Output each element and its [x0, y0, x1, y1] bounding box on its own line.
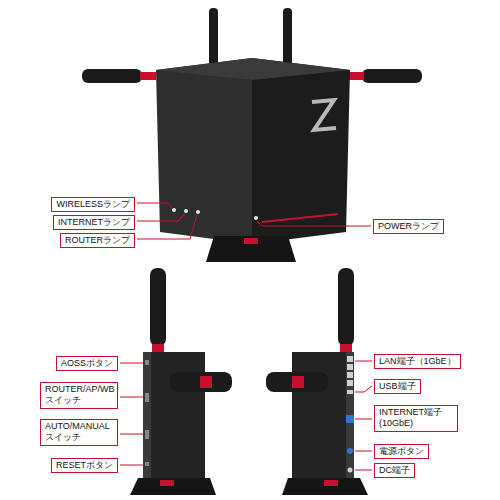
callout-label: POWERランプ: [378, 221, 439, 232]
callout-box: ROUTER/AP/WB スイッチ: [40, 382, 118, 409]
callout-label: USB端子: [379, 381, 416, 392]
callout-label: INTERNET端子 (10GbE): [379, 407, 453, 430]
callout-box: LAN端子（1GbE）: [374, 354, 461, 369]
callout-box: USB端子: [374, 379, 421, 394]
callout-box: 電源ボタン: [374, 444, 429, 459]
callout-label: AOSSボタン: [61, 358, 113, 369]
callout-box: POWERランプ: [373, 219, 444, 234]
callout-label: DC端子: [379, 465, 410, 476]
callout-box: INTERNETランプ: [53, 215, 135, 230]
callout-box: INTERNET端子 (10GbE): [374, 405, 458, 432]
callout-label: ROUTER/AP/WB スイッチ: [45, 384, 113, 407]
callout-label: WIRELESSランプ: [56, 199, 130, 210]
callout-box: WIRELESSランプ: [51, 197, 135, 212]
callout-box: DC端子: [374, 463, 415, 478]
callout-label: RESETボタン: [56, 460, 113, 471]
callout-label: ROUTERランプ: [65, 235, 130, 246]
callout-label: 電源ボタン: [379, 446, 424, 457]
callout-box: AUTO/MANUAL スイッチ: [40, 419, 118, 446]
callout-label: INTERNETランプ: [58, 217, 130, 228]
callout-box: AOSSボタン: [56, 356, 118, 371]
callout-label: AUTO/MANUAL スイッチ: [45, 421, 113, 444]
callout-box: RESETボタン: [51, 458, 118, 473]
callout-label: LAN端子（1GbE）: [379, 356, 456, 367]
callout-box: ROUTERランプ: [60, 233, 135, 248]
